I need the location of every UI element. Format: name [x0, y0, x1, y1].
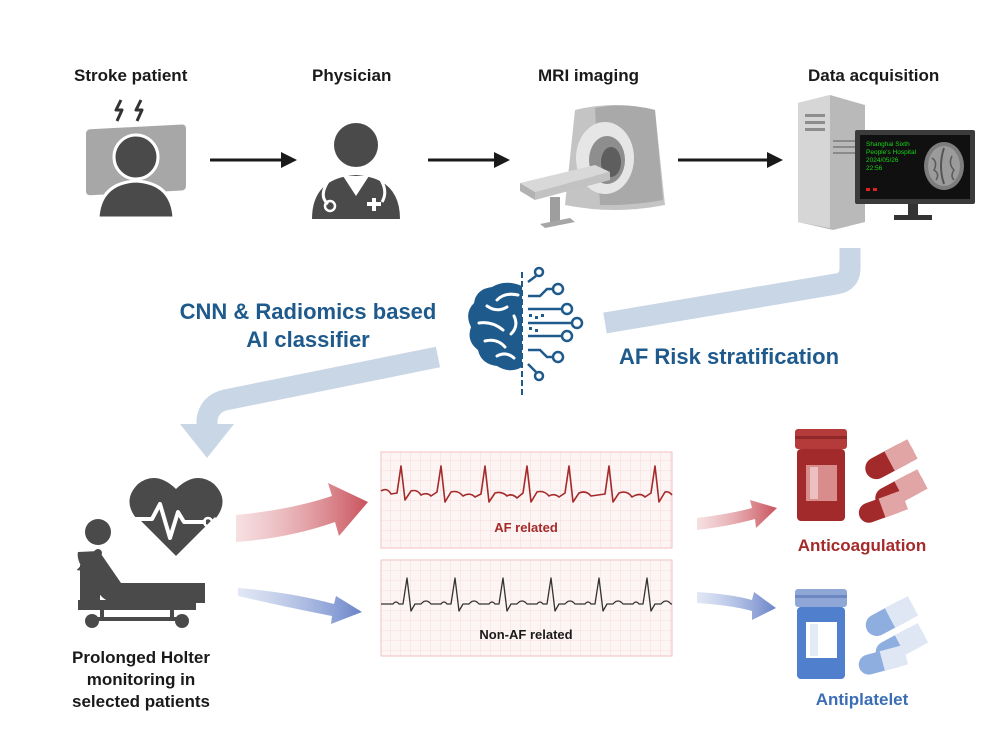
- holter-monitor-icon: [76, 519, 205, 628]
- non-af-related-label: Non-AF related: [479, 627, 573, 642]
- red-pill-bottle-icon: [795, 429, 928, 523]
- classifier-line-1: CNN & Radiomics based: [179, 299, 437, 324]
- step-title-stroke-patient: Stroke patient: [74, 66, 188, 85]
- flow-arrow-2: [428, 152, 510, 168]
- classifier-line-2: AI classifier: [246, 327, 370, 352]
- patient-icon: [86, 99, 186, 220]
- non-af-ecg-strip: [380, 559, 673, 657]
- step-title-data-acquisition: Data acquisition: [808, 66, 940, 85]
- step-title-physician: Physician: [312, 66, 392, 85]
- brain-circuit-icon: [468, 266, 584, 397]
- af-risk-stratification-label: AF Risk stratification: [618, 344, 840, 369]
- non-af-arrow: [238, 588, 362, 624]
- physician-icon: [312, 123, 400, 219]
- mri-scanner-icon: [520, 105, 665, 228]
- holter-line-1: Prolonged Holter: [72, 648, 210, 667]
- af-ecg-strip: [380, 451, 673, 549]
- heart-ecg-icon: [129, 478, 223, 561]
- flow-arrow-1: [210, 152, 297, 168]
- af-arrow: [236, 483, 368, 542]
- antiplatelet-arrow: [697, 592, 776, 620]
- holter-label: Prolonged Holter monitoring in selected …: [26, 647, 256, 713]
- anticoagulation-arrow: [697, 500, 777, 530]
- screen-line-4: 22:56: [866, 165, 883, 172]
- screen-line-3: 2024/05/26: [866, 157, 899, 164]
- screen-line-2: People's Hospital: [866, 149, 917, 156]
- antiplatelet-label: Antiplatelet: [815, 690, 909, 709]
- blue-pill-bottle-icon: [795, 589, 929, 679]
- holter-line-3: selected patients: [72, 692, 210, 711]
- data-flow-band: [180, 248, 861, 458]
- flow-arrow-3: [678, 152, 783, 168]
- screen-line-1: Shanghai Sixth: [866, 141, 910, 148]
- anticoagulation-label: Anticoagulation: [797, 536, 927, 555]
- classifier-label: CNN & Radiomics based AI classifier: [168, 298, 448, 354]
- step-title-mri-imaging: MRI imaging: [538, 66, 640, 85]
- af-related-label: AF related: [494, 520, 558, 535]
- holter-line-2: monitoring in: [86, 670, 196, 689]
- computer-icon: [798, 95, 975, 230]
